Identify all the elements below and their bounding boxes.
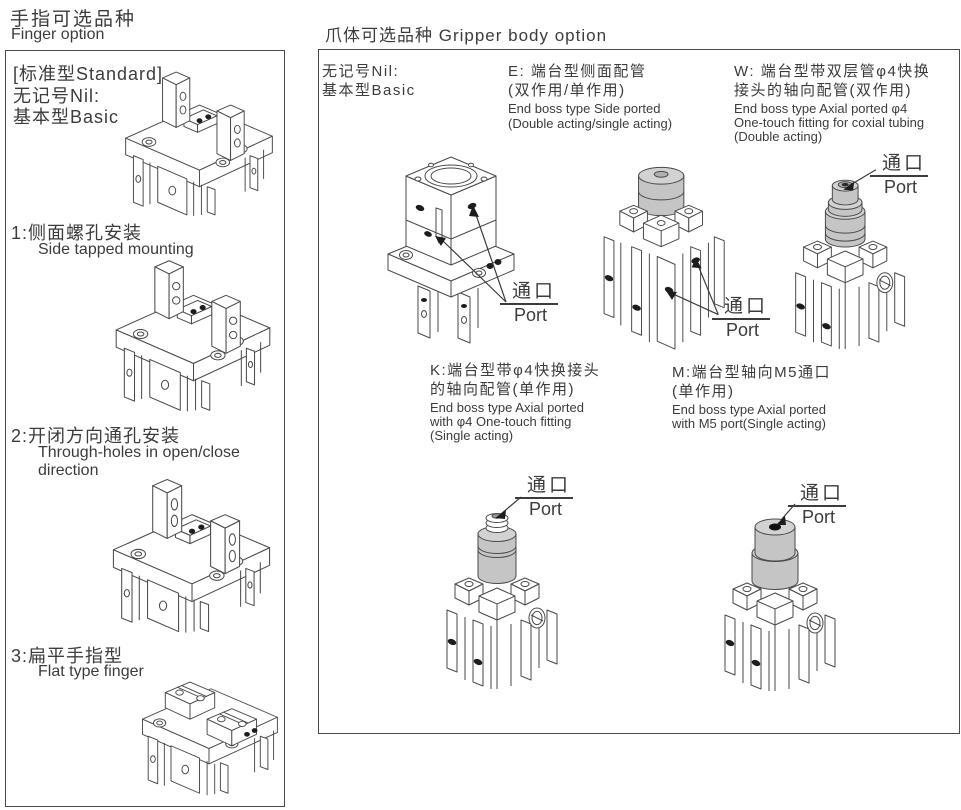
port-label-M-cn: 通口 [788,478,847,507]
finger-option-box [5,50,285,807]
gripper-optW-cn1: W: 端台型带双层管φ4快换 [734,63,931,80]
body-nil-drawing [387,156,515,344]
port-label-K: 通口 Port [515,470,574,520]
gripper-optW-en2: One-touch fitting for coxial tubing [734,115,925,130]
finger-standard-drawing [125,71,273,216]
finger-standard-line3: 基本型Basic [13,107,120,127]
illustration-finger-standard [114,69,284,217]
finger-opt1-cn: 1:侧面螺孔安装 [11,223,143,243]
gripper-optE-en1: End boss type Side ported [508,101,661,116]
gripper-optM-cn2: (单作用) [672,383,735,400]
gripper-optE-en2: (Double acting/single acting) [508,116,673,131]
illustration-body-nil [378,146,553,346]
illustration-body-K [433,476,623,691]
gripper-optK-en1: End boss type Axial ported [430,400,584,415]
gripper-optE-cn1: E: 端台型侧面配管 [508,63,647,80]
port-label-M-en: Port [802,507,836,527]
gripper-optK-en2: with φ4 One-touch fitting [430,414,572,429]
finger-opt2-en1: Through-holes in open/close [38,444,240,461]
finger-opt2-cn: 2:开闭方向通孔安装 [11,426,181,446]
port-label-E-en: Port [726,320,760,340]
port-label-W-cn: 通口 [870,148,929,177]
gripper-optK-en3: (Single acting) [430,428,514,443]
port-label-W-en: Port [884,177,918,197]
finger-opt2-en2: direction [38,462,99,479]
gripper-optM-en1: End boss type Axial ported [672,402,826,417]
gripper-optW-en3: (Double acting) [734,129,823,144]
finger-standard-line1: [标准型Standard] [13,64,164,84]
gripper-optK-cn1: K:端台型带φ4快换接头 [430,362,601,379]
gripper-option-box [318,49,960,734]
port-label-W: 通口 Port [870,148,929,198]
gripper-optW-cn2: 接头的轴向配管(双作用) [734,82,912,99]
port-label-E-cn: 通口 [712,291,771,320]
port-label-E: 通口 Port [712,291,771,341]
body-W-drawing [795,169,906,350]
illustration-body-E [583,160,763,352]
finger-opt1-en: Side tapped mounting [38,241,194,258]
finger-section-title-en: Finger option [11,26,105,43]
port-label-M: 通口 Port [788,478,847,528]
gripper-optE-cn2: (双作用/单作用) [508,82,626,99]
gripper-optW-en1: End boss type Axial ported φ4 [734,101,908,116]
gripper-section-title: 爪体可选品种 Gripper body option [325,26,608,45]
illustration-finger-opt2 [101,471,282,639]
finger-opt3-en: Flat type finger [38,663,144,680]
port-label-nil-cn: 通口 [500,276,559,305]
port-label-K-cn: 通口 [515,470,574,499]
finger-opt3-drawing [142,681,278,796]
finger-opt2-drawing [112,478,271,633]
finger-section-title-cn: 手指可选品种 [10,9,137,30]
gripper-optM-cn1: M:端台型轴向M5通口 [672,364,832,381]
finger-opt3-cn: 3:扁平手指型 [11,646,124,666]
gripper-nil-line1: 无记号Nil: [322,63,400,80]
body-K-drawing [446,496,558,689]
body-E-drawing [603,166,725,350]
gripper-optK-cn2: 的轴向配管(单作用) [430,381,575,398]
illustration-finger-opt3 [133,658,285,805]
port-label-nil: 通口 Port [500,276,559,326]
gripper-nil-line2: 基本型Basic [322,82,416,99]
gripper-optM-en2: with M5 port(Single acting) [672,416,826,431]
illustration-finger-opt1 [104,252,282,418]
port-label-nil-en: Port [514,305,548,325]
finger-standard-line2: 无记号Nil: [13,86,100,106]
body-M-drawing [724,503,836,691]
illustration-body-M [703,483,893,693]
illustration-body-W [773,148,958,351]
finger-opt1-drawing [115,260,271,412]
port-label-K-en: Port [529,499,563,519]
